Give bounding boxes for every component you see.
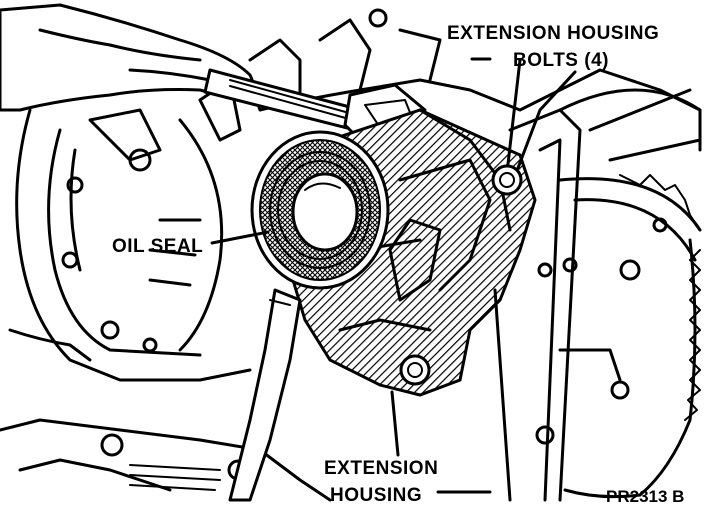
label-oil-seal: OIL SEAL: [112, 236, 203, 257]
label-extension-housing-bolts-line1: EXTENSION HOUSING: [447, 23, 659, 44]
leader-lines: [210, 57, 577, 494]
transmission-case: [0, 8, 702, 502]
label-extension-housing-line2: HOUSING: [330, 485, 422, 506]
label-extension-housing-line1: EXTENSION: [324, 458, 438, 479]
bell-housing-and-ring-gear: [493, 88, 702, 502]
figure-code: PR2313 B: [606, 487, 684, 506]
oil-seal: [250, 130, 390, 290]
label-extension-housing-bolts-line2: BOLTS (4): [513, 50, 609, 71]
bolt: [399, 354, 431, 386]
hand-with-wrench: [0, 3, 427, 152]
bolt: [491, 164, 523, 196]
pry-bar: [228, 288, 302, 502]
housing-bolts: [399, 164, 523, 386]
